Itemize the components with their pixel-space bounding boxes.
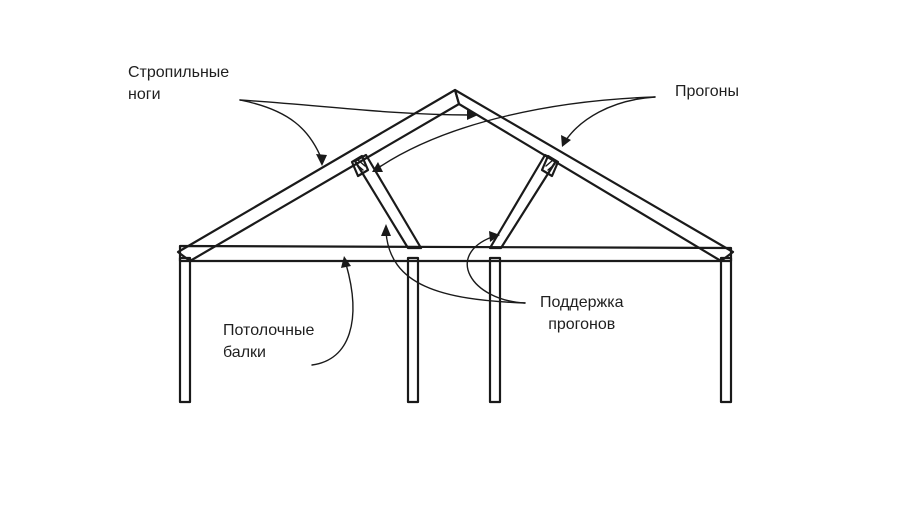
label-rafters: Стропильные ноги [128,62,229,106]
label-joists-line1: Потолочные [223,322,315,339]
post-left [178,256,192,404]
supports-leader-right [466,236,526,304]
supports-arrow-left [381,224,391,236]
supports-leader-left [385,231,526,304]
leader-lines [239,96,656,366]
joists-arrow [341,256,351,268]
rafters [176,88,735,263]
label-joists-line2: балки [223,344,266,361]
rafters-arrow-right [467,110,478,120]
rafter-right [453,88,735,263]
purlin-right [540,154,560,178]
post-right [719,256,733,404]
purlin-left [350,154,370,178]
strut-right [488,153,558,250]
post-inner-right [488,256,502,404]
label-supports-line2: прогонов [548,316,616,333]
purlins-leader-right [565,96,656,141]
rafters-leader-left [239,99,323,161]
label-ceiling-joists: Потолочные балки [223,320,314,364]
label-rafters-line2: ноги [128,86,161,103]
label-purlins: Прогоны [675,81,739,103]
label-purlins-line1: Прогоны [675,83,740,100]
purlins-arrow-right [561,135,571,147]
posts [178,256,733,404]
ceiling-joist [178,244,733,263]
purlins-leader-left [377,96,656,169]
supports-arrow-right [489,231,500,242]
rafters-leader-right [239,99,471,116]
rafter-left [176,88,461,263]
post-inner-left [406,256,420,404]
label-purlin-supports: Поддержка прогонов [540,292,623,336]
rafters-arrow-left [316,154,327,166]
label-supports-line1: Поддержка [540,294,624,311]
label-rafters-line1: Стропильные [128,64,230,81]
joists-leader [311,263,354,366]
purlins [350,154,560,178]
purlins-arrow-left [372,162,383,172]
